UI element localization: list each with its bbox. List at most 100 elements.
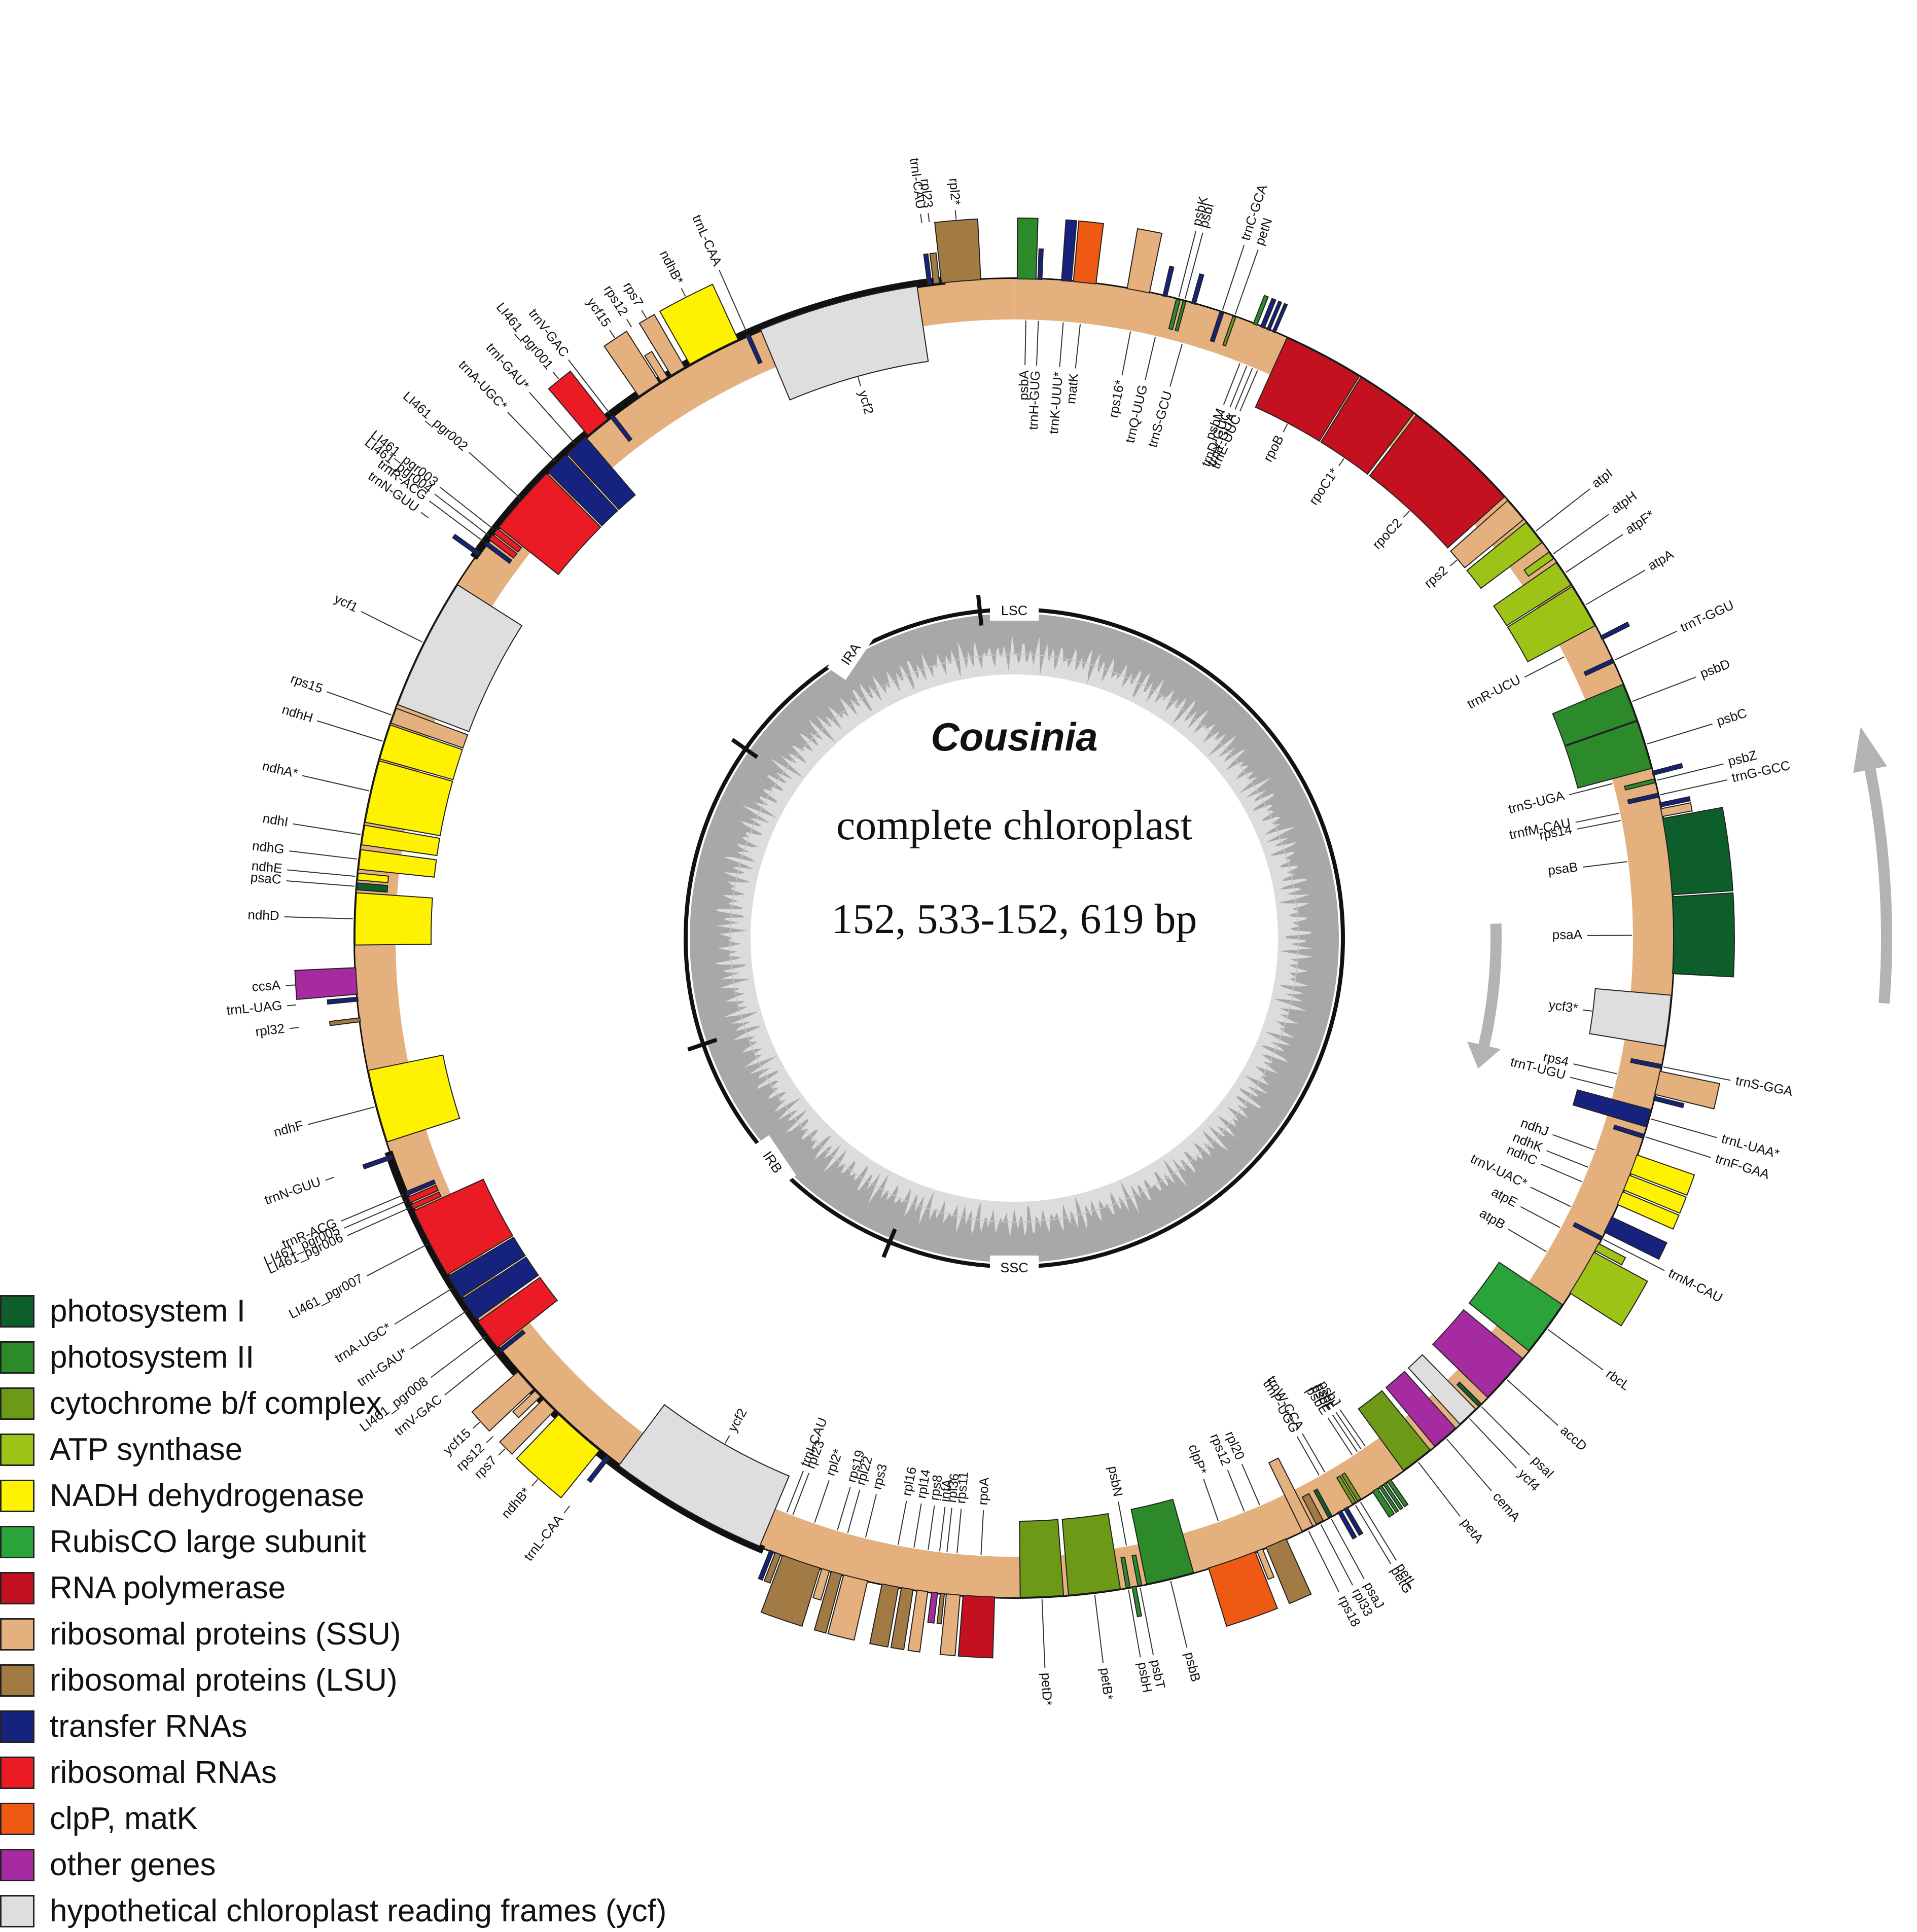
gene-psbz: [1624, 778, 1656, 791]
direction-arrows: [1467, 727, 1892, 1069]
gene-leader-line: [366, 1243, 428, 1277]
gene-rps2: [1449, 499, 1524, 569]
gene-leader-line: [792, 1473, 809, 1515]
gene-label: infA: [937, 1478, 955, 1503]
gene-ndhf: [368, 1054, 460, 1142]
gene-trnk-uuu-: [1061, 219, 1078, 282]
gene-label: trnQ-UUG: [1122, 383, 1150, 445]
gene-label: ccsA: [252, 977, 281, 994]
gene-leader-line: [486, 1436, 493, 1443]
legend-label: ribosomal proteins (SSU): [50, 1617, 401, 1652]
arrow-clockwise-head: [1467, 1041, 1501, 1069]
region-name: SSC: [1000, 1260, 1028, 1275]
gene-leader-line: [928, 212, 930, 223]
gene-psbc: [1564, 721, 1652, 789]
gene-leader-line: [286, 880, 355, 887]
gene-psbd: [1552, 684, 1638, 746]
legend-item: hypothetical chloroplast reading frames …: [0, 1888, 811, 1932]
gene-trnfm-cau: [1659, 796, 1691, 808]
gene-rps16-: [1126, 228, 1163, 294]
gene-leader-line: [293, 823, 361, 835]
gene-trnw-cca: [1343, 1506, 1364, 1536]
gene-label: trnS-GGA: [1734, 1073, 1794, 1099]
gene-rps14: [1660, 802, 1693, 817]
gene-psbb: [1130, 1498, 1194, 1585]
gene-ndhc: [1616, 1191, 1680, 1230]
gene-leader-line: [1552, 1134, 1595, 1151]
gene-leader-line: [626, 319, 632, 328]
gene-trna-ugc-: [547, 454, 619, 527]
gene-track: [294, 218, 1735, 1659]
gene-leader-line: [956, 1509, 962, 1553]
legend-item: ribosomal proteins (SSU): [0, 1611, 811, 1657]
gene-psbn: [1131, 1585, 1143, 1618]
gene-psbe: [1372, 1487, 1395, 1518]
gene-leader-line: [1024, 320, 1026, 366]
gene-label: ycf2: [856, 388, 877, 416]
gene-trns-gga: [1630, 1058, 1662, 1069]
gene-leader-line: [1660, 779, 1728, 796]
gene-cema: [1385, 1371, 1457, 1447]
gene-atpi: [1466, 521, 1543, 589]
gene-leader-line: [1222, 244, 1245, 310]
gene-label: clpP*: [1186, 1442, 1210, 1476]
gene-li461-pgr005: [407, 1185, 439, 1203]
gene-label: trnT-GGU: [1678, 597, 1736, 635]
gene-rps3: [827, 1574, 868, 1641]
gene-trnl-caa: [587, 1455, 611, 1483]
gene-leader-line: [316, 720, 383, 742]
gene-psbj: [1387, 1479, 1409, 1508]
gene-leader-line: [681, 288, 686, 297]
gene-label: rps16*: [1106, 379, 1128, 419]
gene-rpl33: [1301, 1493, 1324, 1525]
legend-item: RNA polymerase: [0, 1565, 811, 1611]
gene-label: ndhF: [272, 1117, 305, 1139]
legend-item: NADH dehydrogenase: [0, 1473, 811, 1519]
gene-label: rps8: [927, 1474, 945, 1501]
gene-leader-line: [1170, 1581, 1188, 1648]
gene-leader-line: [1036, 320, 1039, 366]
gene-leader-line: [1657, 763, 1724, 781]
gene-trnv-uac-: [1604, 1216, 1667, 1260]
gene-leader-line: [439, 486, 494, 530]
gene-leader-line: [302, 775, 369, 792]
gene-petb-: [1061, 1513, 1121, 1596]
gene-leader-line: [1614, 630, 1678, 661]
gene-rps15: [390, 707, 469, 749]
gene-leader-line: [568, 359, 611, 415]
gene-trnv-gac: [498, 1329, 526, 1353]
gene-rpl23: [763, 1552, 782, 1584]
gene-trnm-cau: [1572, 1222, 1603, 1241]
gene-leader-line: [327, 691, 392, 715]
legend-item: transfer RNAs: [0, 1703, 811, 1749]
gene-leader-line: [1178, 230, 1197, 298]
gene-leader-line: [1469, 1418, 1517, 1469]
gene-rps19: [812, 1568, 830, 1601]
gene-leader-line: [1446, 1439, 1492, 1491]
gene-petd-: [1019, 1519, 1064, 1598]
gene-leader-line: [1241, 1463, 1260, 1506]
gene-psbi: [1175, 300, 1187, 332]
gene-rpoc1-: [1320, 376, 1414, 475]
gene-ycf1: [397, 584, 523, 732]
gene-ndhe: [357, 872, 389, 883]
gene-trnh-gug: [1037, 248, 1044, 280]
gene-leader-line: [641, 310, 647, 318]
gene-trnv-gac: [609, 414, 633, 442]
gene-ndhb-: [659, 283, 739, 365]
gene-leader-line: [1121, 331, 1131, 376]
gene-rpl14: [890, 1587, 914, 1651]
gene-label: trnL-UAG: [226, 997, 282, 1018]
gene-label: rpl2*: [823, 1447, 846, 1478]
gene-label: ndhE: [251, 858, 283, 876]
gene-leader-line: [341, 1194, 405, 1222]
gene-li461-pgr006: [410, 1191, 442, 1210]
gene-li461-pgr002: [498, 473, 601, 576]
gene-label: psbD: [1698, 656, 1732, 682]
gene-atph: [1523, 551, 1554, 577]
gene-leader-line: [1145, 336, 1156, 381]
gene-label: ndhD: [247, 907, 279, 923]
gene-leader-line: [1449, 559, 1458, 566]
gene-leader-line: [308, 1106, 375, 1125]
